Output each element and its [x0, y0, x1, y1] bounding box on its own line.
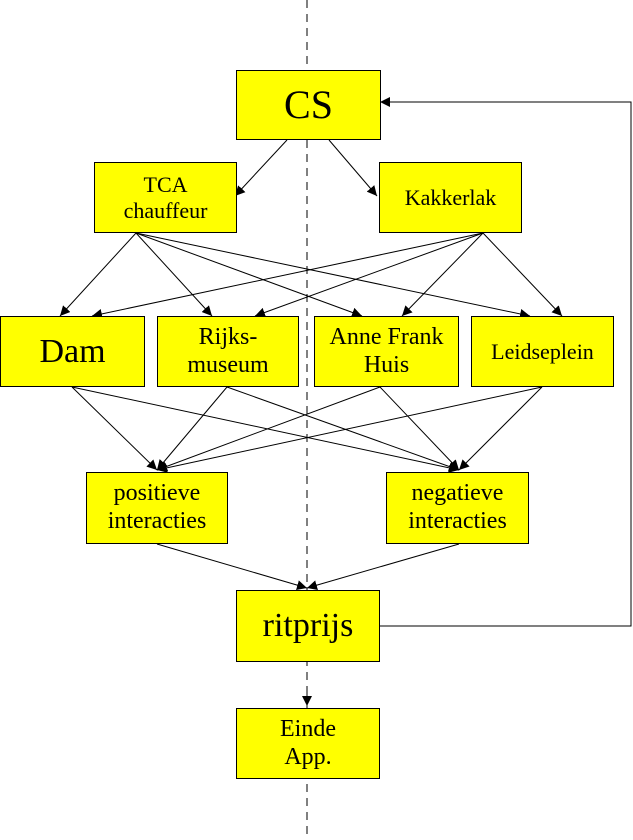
node-anne-frank-huis: Anne Frank Huis	[314, 316, 459, 387]
edge-kak-rijks	[254, 232, 484, 318]
edge-annefrank-pos	[156, 386, 381, 472]
edge-rijks-pos	[156, 386, 228, 471]
edge-dam-pos	[71, 386, 158, 471]
edge-kak-dam	[91, 232, 484, 319]
edge-loop-ritprijs-cs	[380, 97, 632, 627]
node-positieve-interacties: positieve interacties	[86, 472, 228, 544]
edge-tca-annefrank	[135, 232, 363, 318]
edge-kak-leidseplein	[482, 232, 563, 317]
edge-rijks-neg	[226, 386, 460, 472]
node-dam: Dam	[0, 316, 145, 387]
edge-leidseplein-pos	[156, 386, 543, 473]
edge-neg-ritprijs	[306, 543, 460, 591]
edge-pos-ritprijs	[156, 543, 308, 590]
node-cs: CS	[236, 70, 381, 140]
edge-tca-leidseplein	[135, 232, 531, 319]
edge-annefrank-neg	[379, 386, 460, 471]
edge-dam-neg	[71, 386, 460, 473]
edge-cs-kakkerlak	[328, 139, 378, 197]
node-kakkerlak: Kakkerlak	[379, 162, 522, 233]
node-ritprijs: ritprijs	[236, 590, 380, 662]
node-leidseplein: Leidseplein	[471, 316, 614, 387]
edge-tca-dam	[59, 232, 137, 317]
node-tca-chauffeur: TCA chauffeur	[94, 162, 237, 233]
edge-leidseplein-neg	[458, 386, 543, 471]
node-rijksmuseum: Rijks- museum	[157, 316, 299, 387]
node-einde-app: Einde App.	[236, 708, 380, 779]
edge-kak-annefrank	[401, 232, 484, 317]
edge-tca-rijks	[135, 232, 213, 317]
node-negatieve-interacties: negatieve interacties	[386, 472, 529, 544]
edge-cs-tca	[234, 139, 288, 197]
